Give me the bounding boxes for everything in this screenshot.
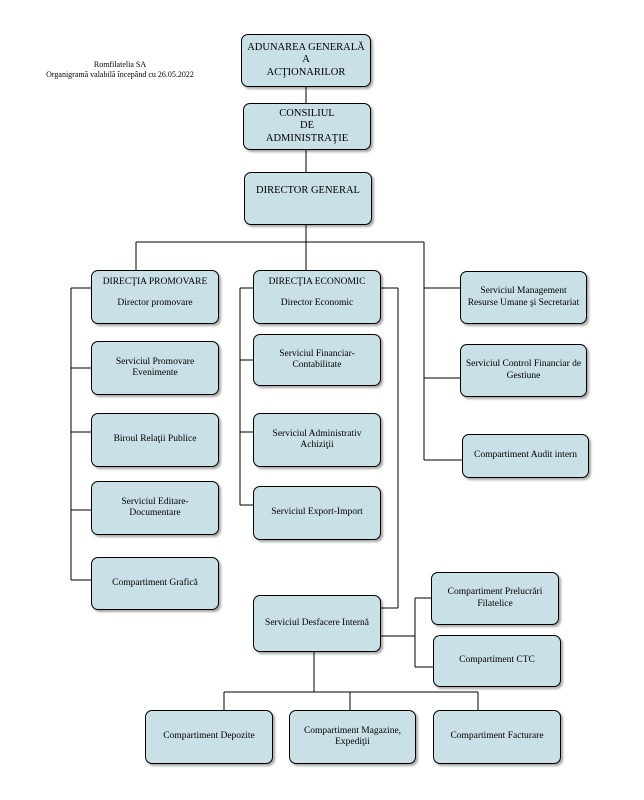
ca-line-2: DE xyxy=(300,120,314,132)
validity-note: Organigramă valabilă începând cu 26.05.2… xyxy=(46,69,194,79)
ca-line-3: ADMINISTRAŢIE xyxy=(265,132,349,144)
box-consiliul-administratie: CONSILIUL DE ADMINISTRAŢIE xyxy=(243,103,371,150)
box-compartiment-prelucrari-filatelice: Compartiment Prelucrări Filatelice xyxy=(431,572,559,625)
box-serviciul-financiar-contabilitate: Serviciul Financiar-Contabilitate xyxy=(253,334,381,386)
unit-label: Serviciul Control Financiar de Gestiune xyxy=(465,359,582,381)
box-compartiment-depozite: Compartiment Depozite xyxy=(145,710,273,764)
unit-label: Compartiment Facturare xyxy=(450,731,544,742)
unit-label: Serviciul Administrativ Achiziţii xyxy=(272,428,362,450)
box-directia-promovare: DIRECŢIA PROMOVARE Director promovare xyxy=(91,270,219,324)
unit-label: Serviciul Financiar-Contabilitate xyxy=(279,348,355,370)
box-compartiment-ctc: Compartiment CTC xyxy=(433,635,561,687)
box-serviciul-export-import: Serviciul Export-Import xyxy=(253,486,381,540)
company-name: Romfilatelia SA xyxy=(93,60,147,69)
aga-line-2: A xyxy=(302,54,310,66)
box-serviciul-control-financiar: Serviciul Control Financiar de Gestiune xyxy=(460,344,587,397)
promovare-title: DIRECŢIA PROMOVARE xyxy=(102,277,208,287)
box-compartiment-facturare: Compartiment Facturare xyxy=(433,710,561,764)
unit-label: Biroul Relaţii Publice xyxy=(113,434,197,445)
economic-title: DIRECŢIA ECONOMIC xyxy=(268,277,366,287)
box-serviciul-administrativ-achizitii: Serviciul Administrativ Achiziţii xyxy=(253,413,381,467)
unit-label: Compartiment Audit intern xyxy=(474,450,577,461)
box-serviciul-editare-documentare: Serviciul Editare-Documentare xyxy=(91,481,219,535)
unit-label: Serviciul Editare-Documentare xyxy=(121,496,189,518)
aga-line-3: ACŢIONARILOR xyxy=(266,66,346,78)
box-serviciul-management-resurse-umane: Serviciul Management Resurse Umane şi Se… xyxy=(460,271,587,324)
ca-line-1: CONSILIUL xyxy=(279,107,335,119)
unit-label: Compartiment Prelucrări Filatelice xyxy=(447,587,543,609)
economic-director: Director Economic xyxy=(280,298,354,309)
unit-label: Serviciul Management Resurse Umane şi Se… xyxy=(467,286,580,308)
box-serviciul-promovare-evenimente: Serviciul Promovare Evenimente xyxy=(91,341,219,395)
box-compartiment-audit-intern: Compartiment Audit intern xyxy=(462,434,589,478)
box-biroul-relatii-publice: Biroul Relaţii Publice xyxy=(91,413,219,467)
box-directia-economic: DIRECŢIA ECONOMIC Director Economic xyxy=(253,270,381,324)
unit-label: Serviciul Promovare Evenimente xyxy=(115,356,195,378)
aga-line-1: ADUNAREA GENERALĂ xyxy=(247,41,365,53)
unit-label: Serviciul Desfacere Internă xyxy=(265,617,369,628)
box-serviciul-desfacere-interna: Serviciul Desfacere Internă xyxy=(253,595,381,652)
dg-label: DIRECTOR GENERAL xyxy=(256,185,360,196)
unit-label: Compartiment Grafică xyxy=(112,577,198,588)
box-director-general: DIRECTOR GENERAL xyxy=(244,172,372,225)
unit-label: Compartiment Magazine, Expediţii xyxy=(303,725,402,747)
unit-label: Compartiment CTC xyxy=(459,655,535,666)
box-adunarea-generala: ADUNAREA GENERALĂ A ACŢIONARILOR xyxy=(241,34,371,87)
chart-caption: Romfilatelia SA Organigramă valabilă înc… xyxy=(30,60,210,79)
box-compartiment-magazine-expeditii: Compartiment Magazine, Expediţii xyxy=(289,710,416,764)
promovare-director: Director promovare xyxy=(117,298,193,309)
box-compartiment-grafica: Compartiment Grafică xyxy=(91,557,219,610)
unit-label: Compartiment Depozite xyxy=(163,731,255,742)
unit-label: Serviciul Export-Import xyxy=(271,507,363,518)
